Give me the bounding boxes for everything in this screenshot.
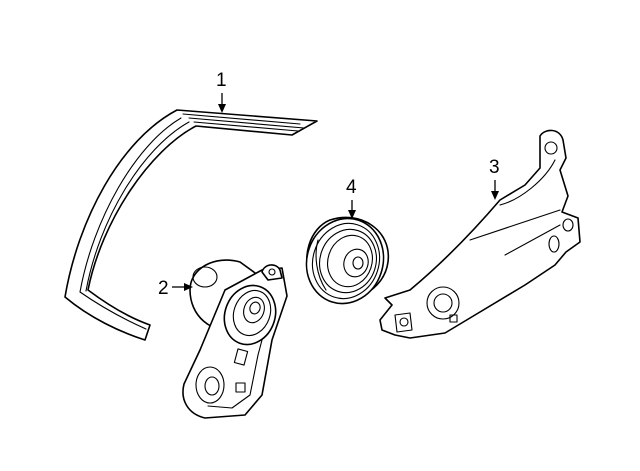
idler-pulley bbox=[305, 216, 390, 305]
callout-4: 4 bbox=[346, 177, 357, 219]
callout-3-label: 3 bbox=[489, 157, 500, 178]
callout-4-label: 4 bbox=[346, 177, 357, 198]
mounting-bracket bbox=[379, 129, 581, 339]
callout-2: 2 bbox=[158, 278, 193, 299]
serpentine-belt bbox=[64, 109, 318, 341]
callout-1: 1 bbox=[216, 70, 227, 113]
callout-3-arrowhead bbox=[491, 191, 499, 200]
callout-1-arrowhead bbox=[218, 104, 226, 113]
callout-4-arrowhead bbox=[348, 210, 356, 219]
callout-2-arrowhead bbox=[184, 283, 193, 291]
callout-3: 3 bbox=[489, 157, 500, 200]
callout-2-label: 2 bbox=[158, 278, 169, 299]
belt-tensioner bbox=[182, 259, 288, 419]
callout-1-label: 1 bbox=[216, 70, 227, 91]
